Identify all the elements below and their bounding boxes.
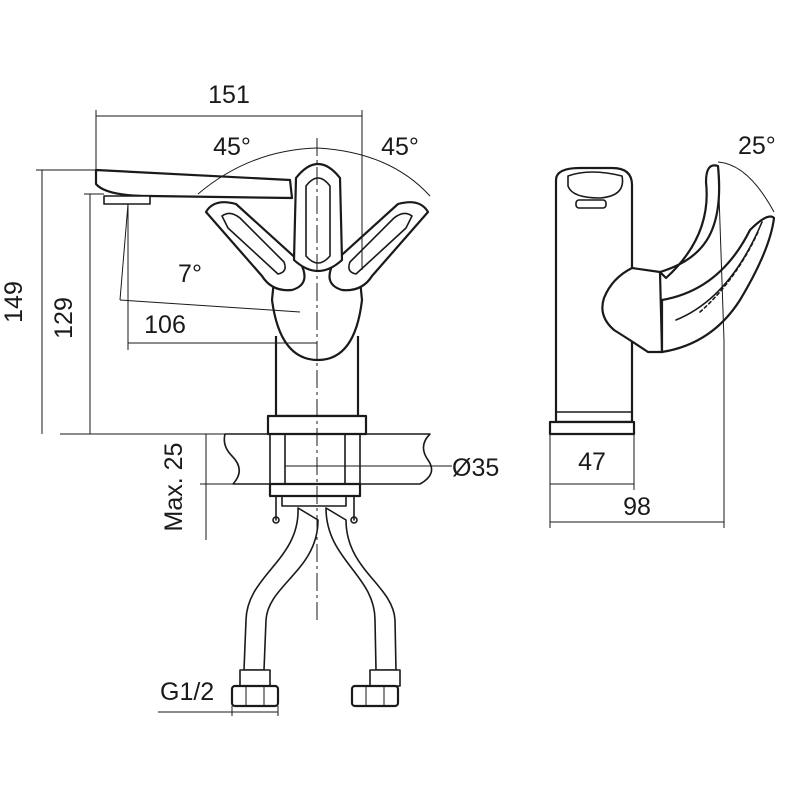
dim-max-thickness: Max. 25: [160, 434, 233, 540]
dim-width-overall: 151: [95, 81, 363, 270]
label-thread: G1/2: [160, 678, 214, 706]
label-spout-reach: 106: [144, 311, 186, 339]
dim-handle-angles: 45° 45°: [197, 133, 431, 197]
dim-base-depth: 47: [549, 434, 635, 528]
side-handle: [601, 164, 776, 354]
dim-depth-overall: 98: [550, 340, 725, 528]
side-body: [548, 166, 636, 436]
label-angle-left: 45°: [213, 133, 251, 161]
mounting-shank: [268, 433, 362, 524]
dim-heights: 149 129: [0, 169, 104, 434]
dim-side-angle: 25°: [717, 132, 776, 341]
side-view: 25° 47 98: [548, 132, 776, 528]
supply-hoses: [230, 507, 401, 708]
label-angle-spout: 7°: [178, 260, 202, 288]
spout: [94, 168, 294, 205]
handles: [204, 162, 430, 292]
label-width-overall: 151: [208, 81, 250, 109]
countertop-section: [60, 433, 433, 485]
label-angle-right: 45°: [381, 133, 419, 161]
label-mount-diameter: Ø35: [452, 454, 499, 482]
front-view: 151 45° 45° 7° 106 149 129: [0, 81, 499, 716]
dim-thread: G1/2: [158, 678, 279, 716]
label-angle-side: 25°: [738, 132, 776, 160]
label-max-thickness: Max. 25: [160, 443, 188, 532]
label-height-overall: 149: [0, 281, 28, 323]
dim-spout: 7° 106: [119, 203, 317, 350]
dim-mount-diameter: Ø35: [285, 454, 499, 482]
label-base-depth: 47: [578, 448, 606, 476]
label-spout-height: 129: [50, 297, 78, 339]
label-depth-overall: 98: [623, 493, 651, 521]
